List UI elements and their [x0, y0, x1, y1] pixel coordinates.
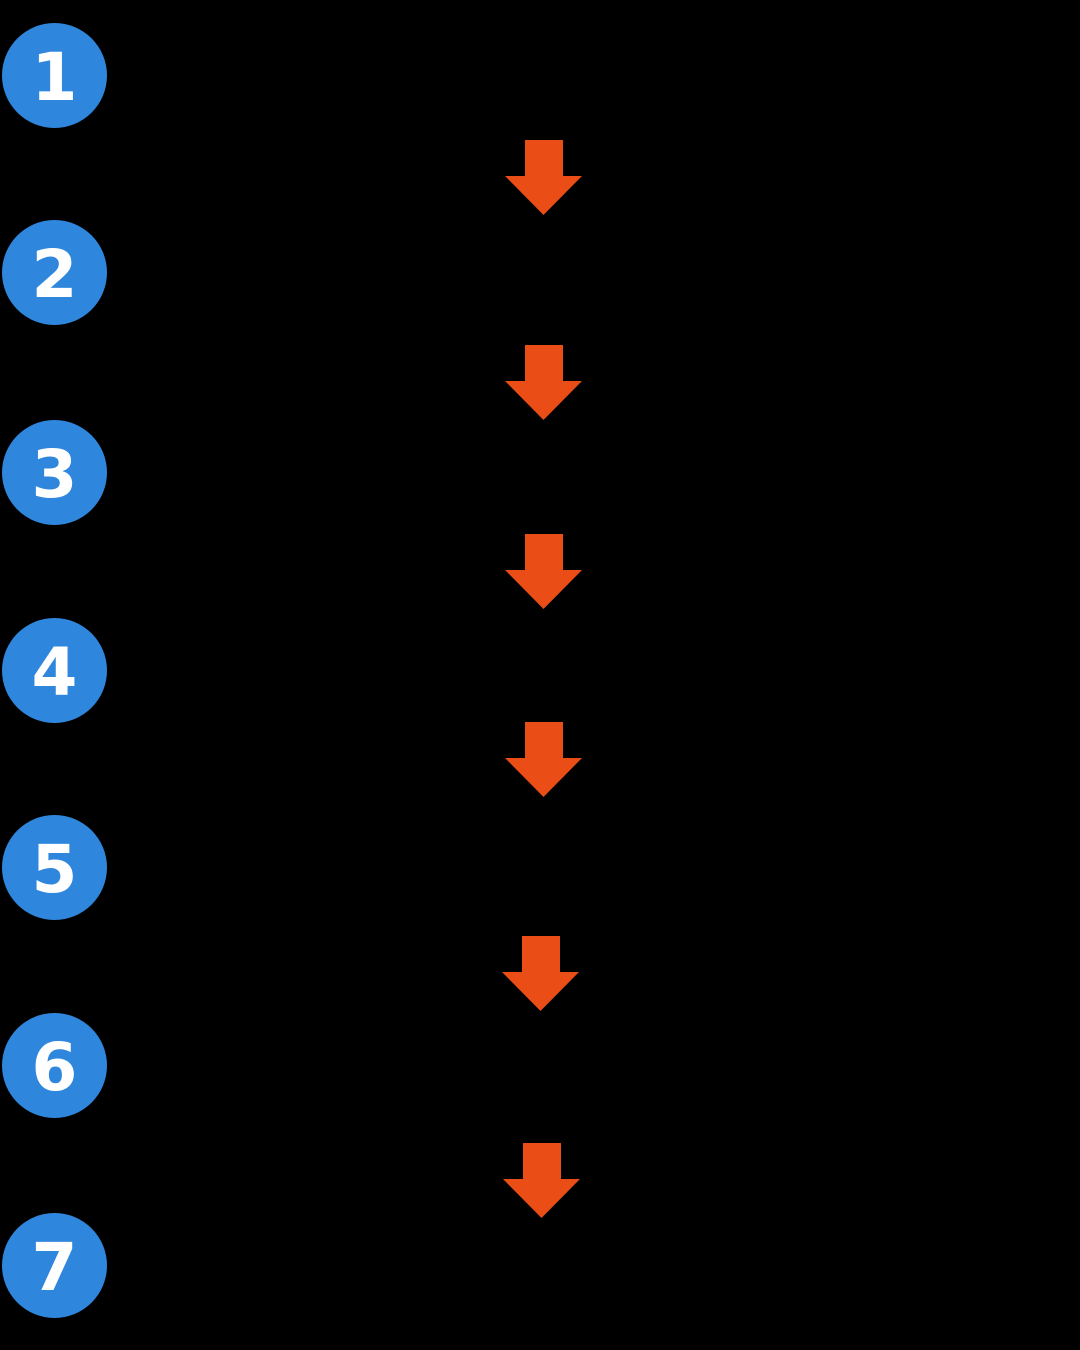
step-circle	[2, 23, 107, 128]
step-number: 7	[32, 1229, 78, 1306]
down-arrow-icon	[505, 722, 582, 797]
step-circle	[2, 220, 107, 325]
down-arrow-shape	[503, 1143, 580, 1218]
step-badge-6: 6	[2, 1013, 107, 1118]
step-number: 1	[32, 39, 78, 116]
step-badge-4: 4	[2, 618, 107, 723]
step-badge-3: 3	[2, 420, 107, 525]
step-circle	[2, 420, 107, 525]
step-number: 4	[32, 634, 78, 711]
step-number: 5	[32, 831, 78, 908]
step-circle	[2, 1013, 107, 1118]
step-circle	[2, 618, 107, 723]
down-arrow-icon	[505, 140, 582, 215]
step-circle	[2, 815, 107, 920]
step-number: 6	[32, 1029, 78, 1106]
down-arrow-shape	[505, 140, 582, 215]
down-arrow-shape	[505, 534, 582, 609]
step-badge-7: 7	[2, 1213, 107, 1318]
step-number: 2	[32, 236, 78, 313]
down-arrow-icon	[503, 1143, 580, 1218]
step-badge-5: 5	[2, 815, 107, 920]
down-arrow-icon	[505, 534, 582, 609]
down-arrow-shape	[505, 722, 582, 797]
step-circle	[2, 1213, 107, 1318]
down-arrow-shape	[505, 345, 582, 420]
down-arrow-icon	[505, 345, 582, 420]
step-badge-2: 2	[2, 220, 107, 325]
step-number: 3	[32, 436, 78, 513]
down-arrow-shape	[502, 936, 579, 1011]
down-arrow-icon	[502, 936, 579, 1011]
step-badge-1: 1	[2, 23, 107, 128]
